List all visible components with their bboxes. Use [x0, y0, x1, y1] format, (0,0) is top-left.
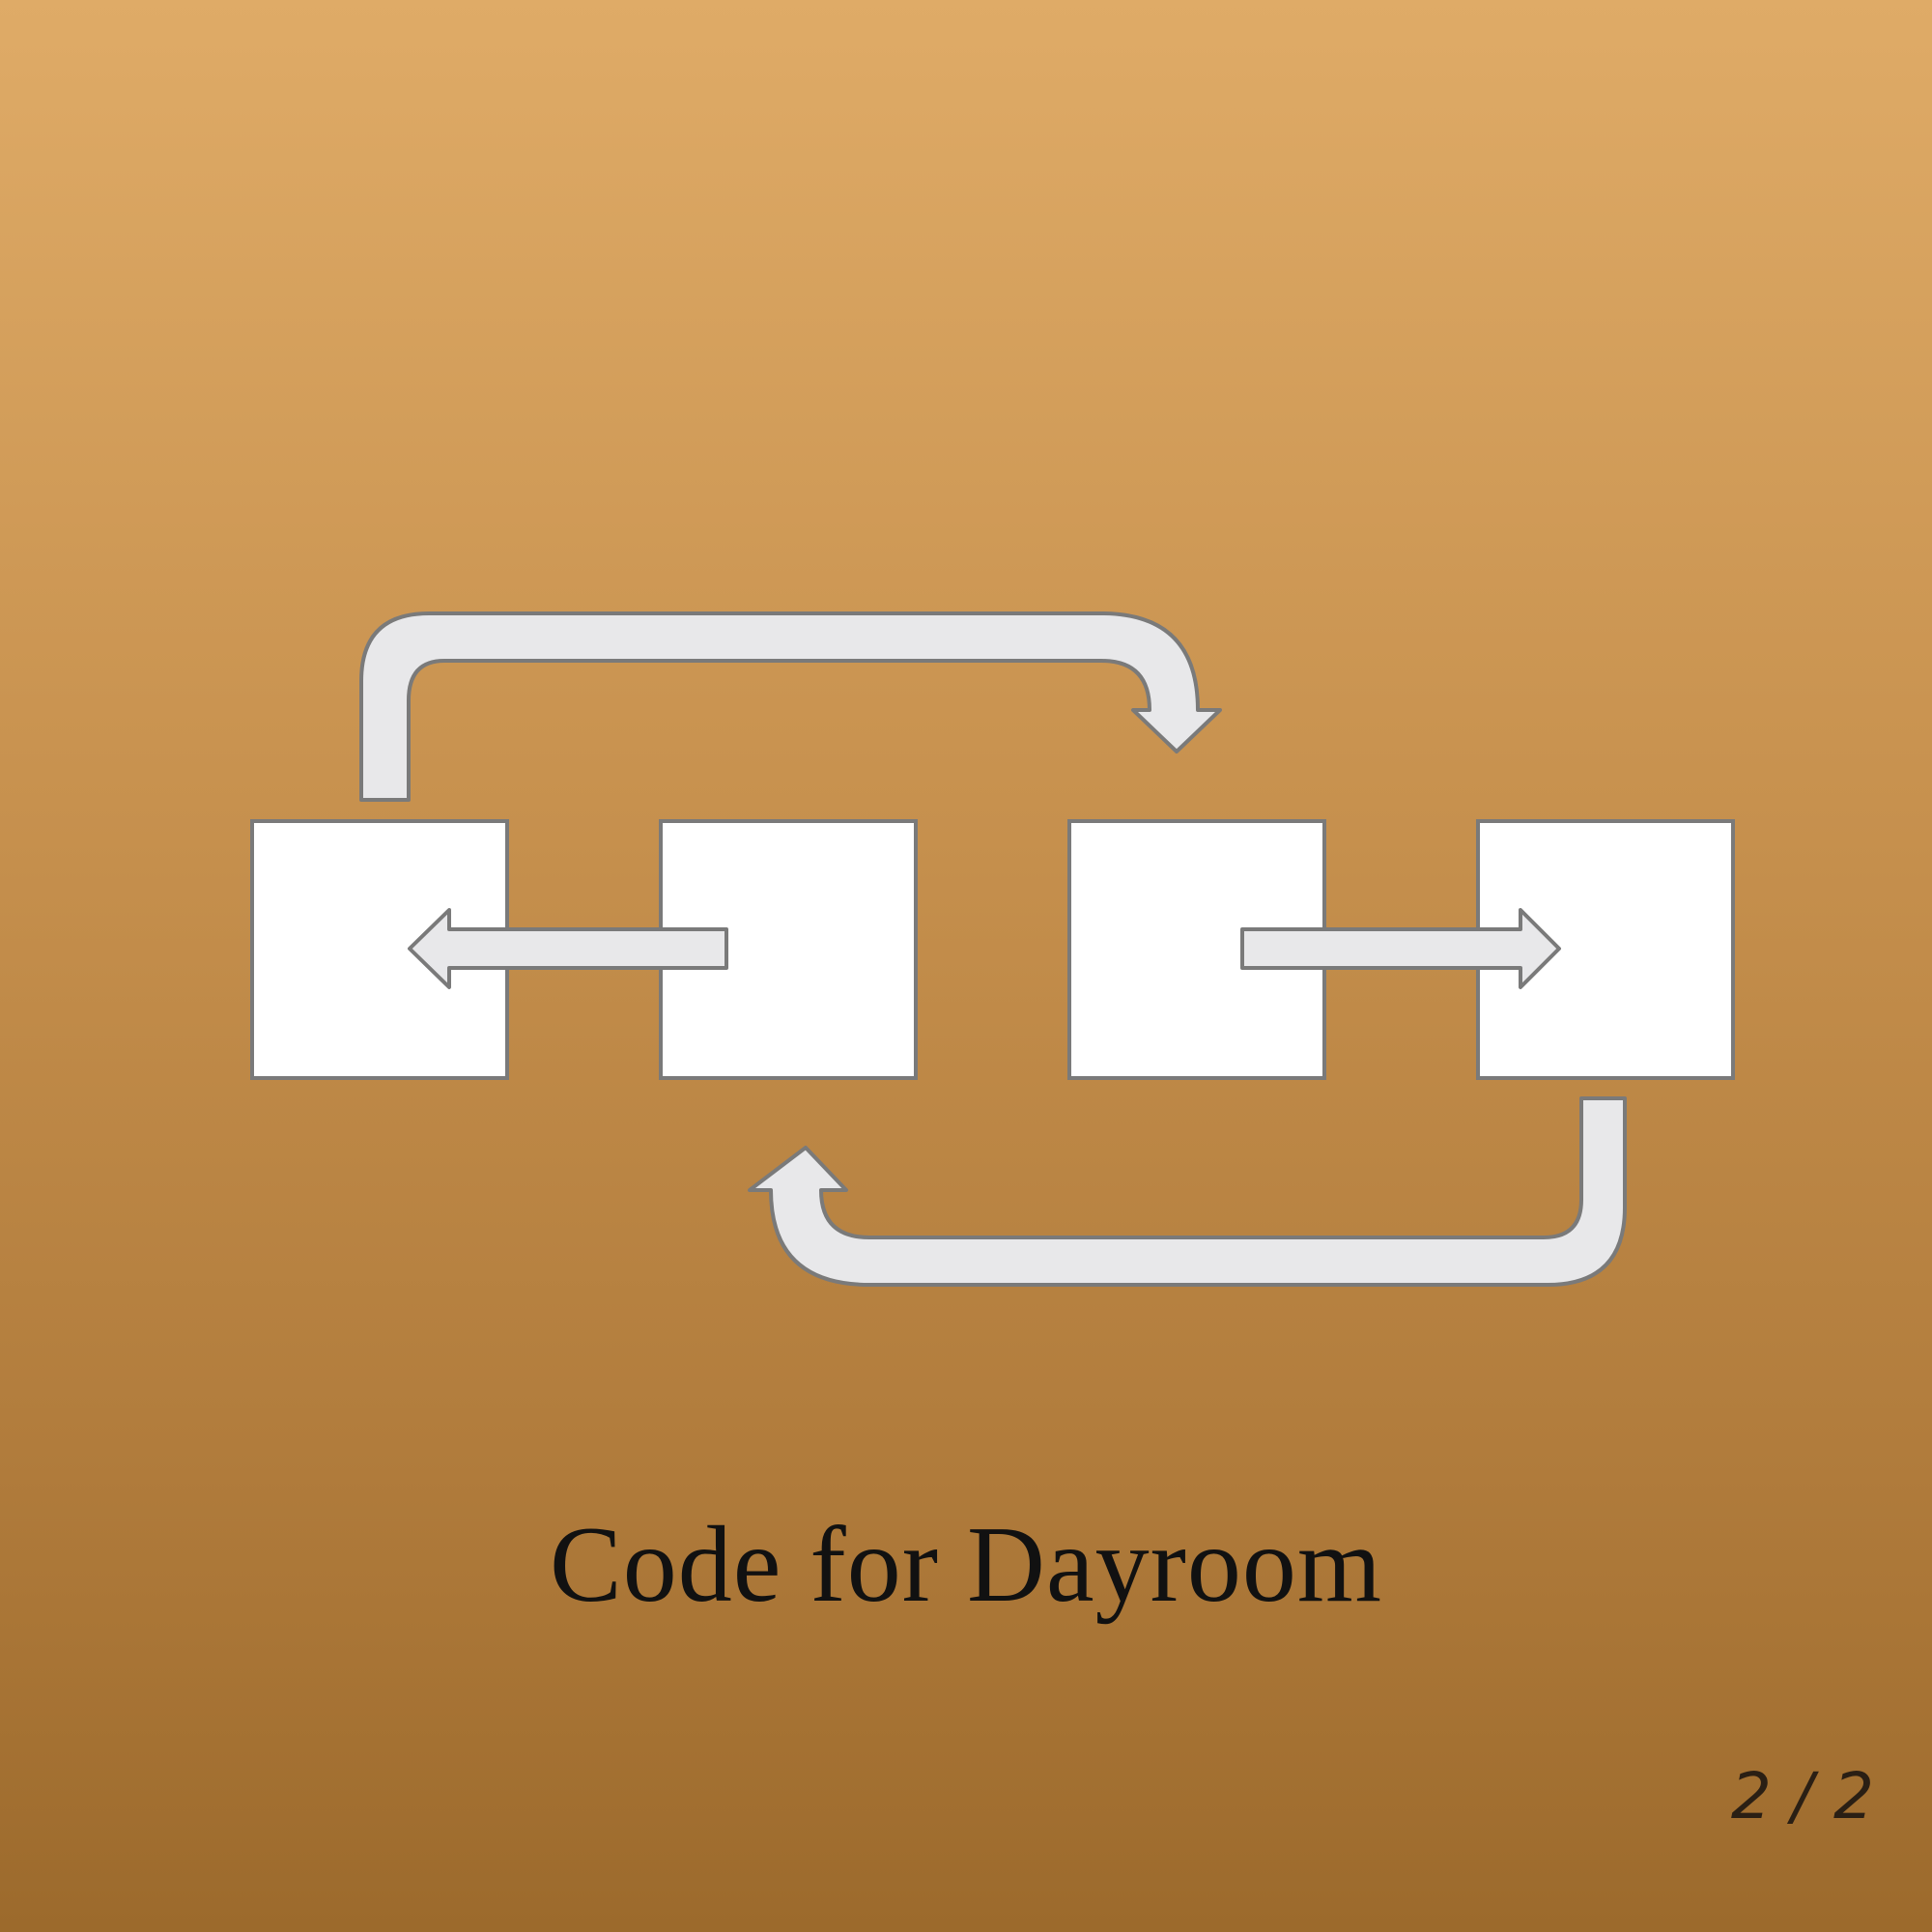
curved-arrow-top	[359, 611, 1222, 802]
page-title: Code for Dayroom	[549, 1505, 1382, 1625]
page-indicator: 2 / 2	[1730, 1759, 1874, 1833]
curved-arrow-bottom	[748, 1096, 1627, 1287]
straight-arrow-left	[408, 908, 728, 989]
straight-arrow-right	[1240, 908, 1561, 989]
